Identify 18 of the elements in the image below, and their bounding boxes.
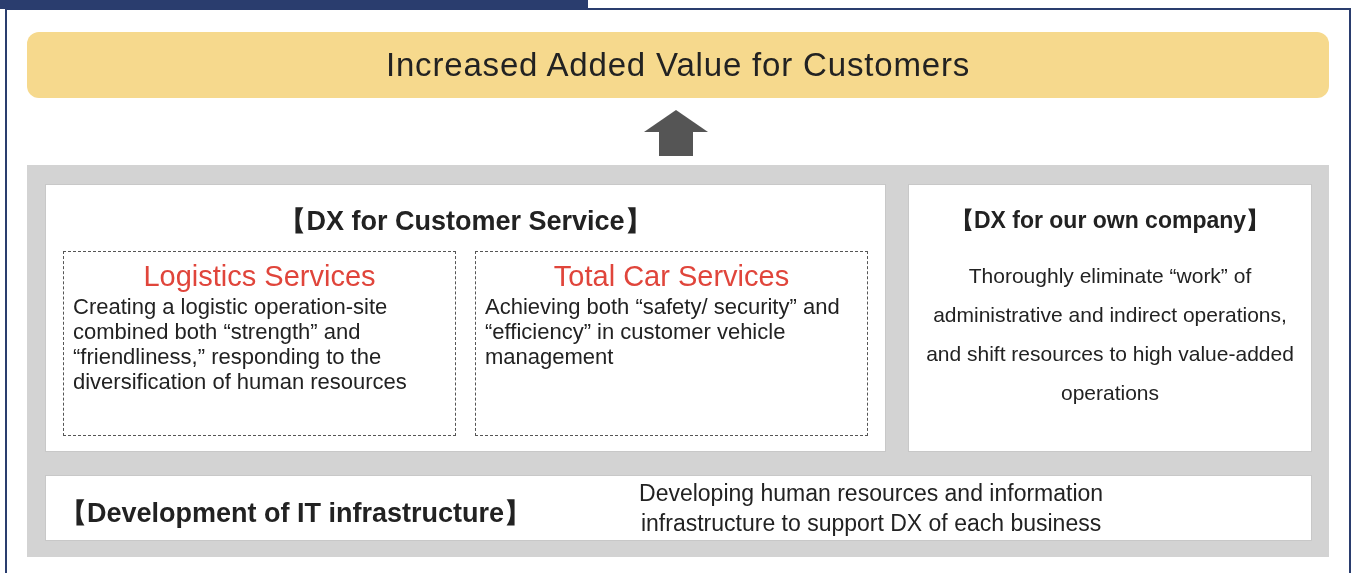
dashed-box <box>475 251 868 436</box>
banner-title: Increased Added Value for Customers <box>385 45 971 86</box>
section-heading: 【Development of IT infrastructure】 <box>60 496 532 530</box>
service-description: Creating a logistic operation-site combined both “strength” and “friendliness,” responding to the diversification of human resources <box>73 294 408 394</box>
service-description: Achieving both “safety/ security” and “efficiency” in customer vehicle management <box>485 294 841 369</box>
goal-banner <box>27 32 1329 98</box>
dashed-box <box>63 251 456 436</box>
section-box <box>45 475 1312 541</box>
section-box <box>45 184 886 452</box>
panel-background <box>27 165 1329 557</box>
block-arrow <box>644 110 708 156</box>
section-description: Developing human resources and information infrastructure to support DX of each business <box>638 479 1105 538</box>
service-heading: Total Car Services <box>552 259 791 294</box>
section-description: Thoroughly eliminate “work” of administrative and indirect operations, and shift resources to high value-added operations <box>925 262 1295 406</box>
service-heading: Logistics Services <box>142 259 377 294</box>
section-heading: 【DX for our own company】 <box>950 206 1270 235</box>
section-box <box>908 184 1312 452</box>
section-heading: 【DX for Customer Service】 <box>279 205 652 238</box>
